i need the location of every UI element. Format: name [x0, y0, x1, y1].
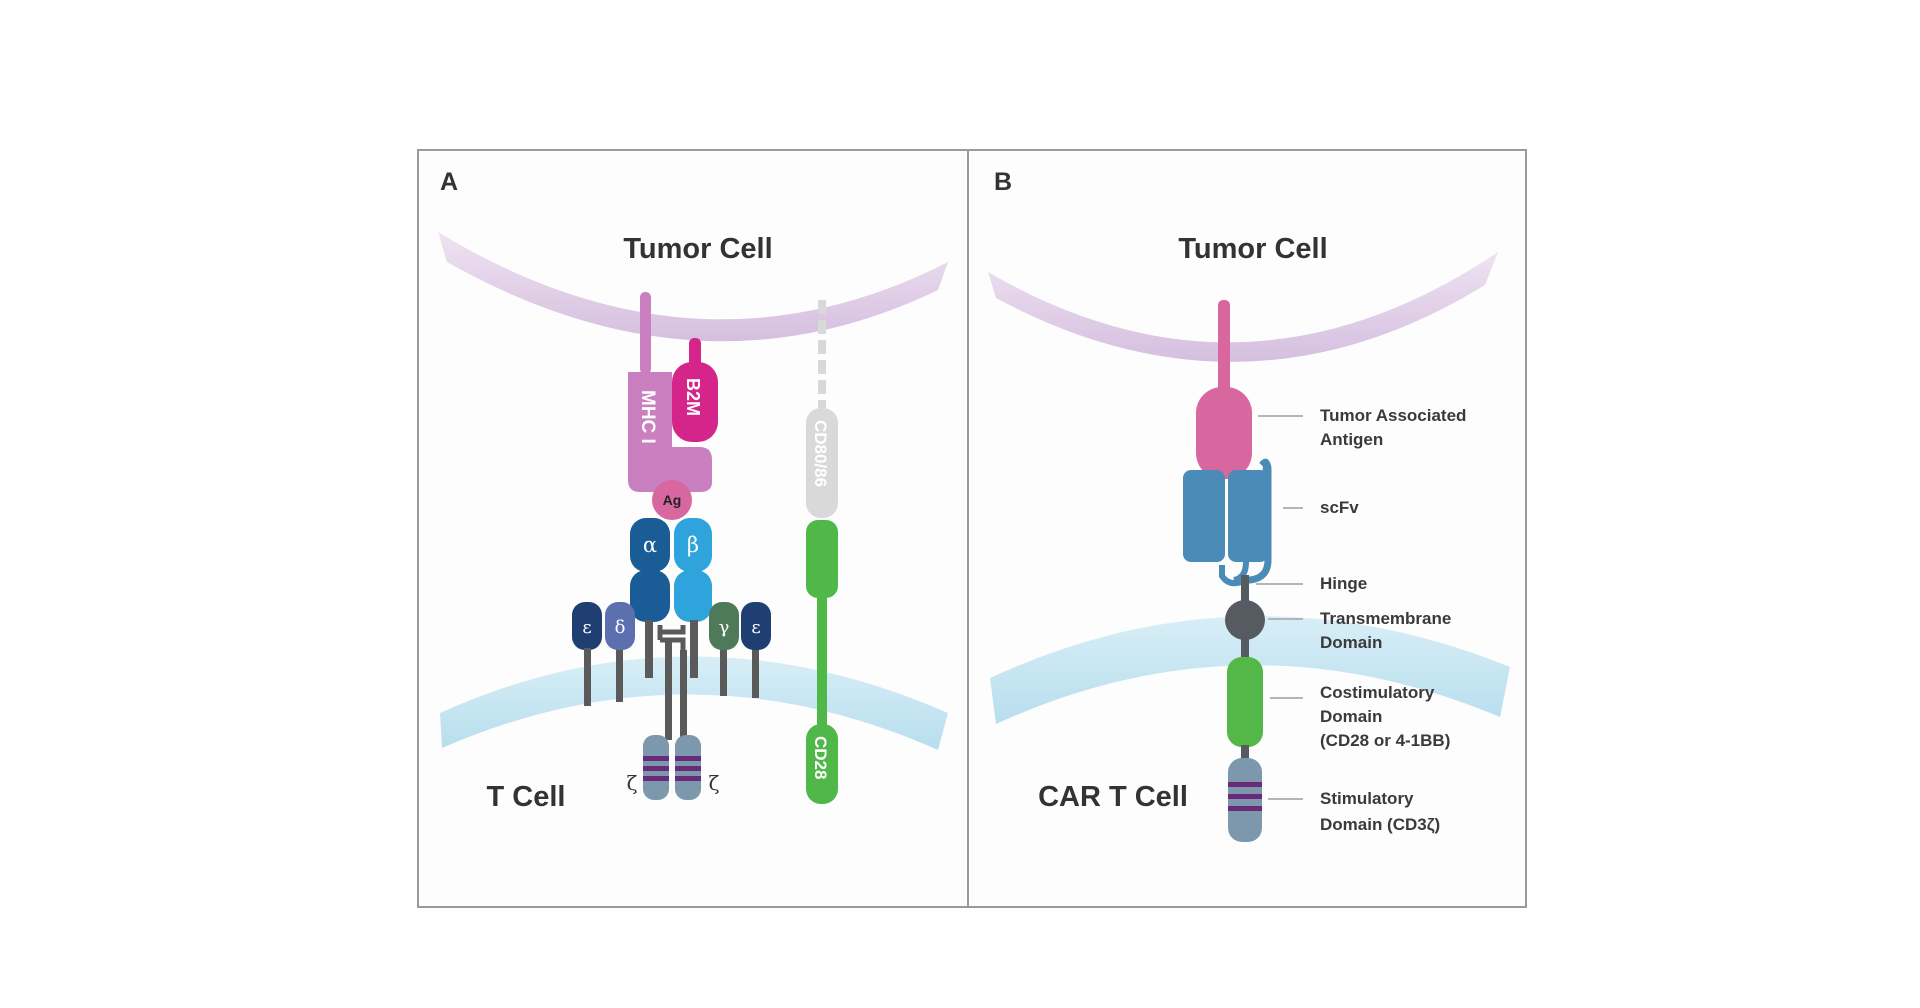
b2m-label: B2M	[683, 378, 703, 416]
antigen-a	[652, 480, 692, 520]
cd28-head	[806, 520, 838, 598]
cd3-epsilon-left-stalk	[584, 668, 591, 706]
costim-label-2: Domain	[1320, 707, 1382, 726]
panel-a: A Tumor Cell T Cell MHC I B2M Ag α β	[438, 168, 948, 813]
cd3-gamma	[709, 602, 739, 650]
tcr-alpha-top	[630, 518, 670, 572]
tumor-associated-antigen	[1196, 387, 1252, 479]
cd28-tail	[806, 724, 838, 804]
mhc-i	[628, 372, 712, 492]
zeta-chain-left	[643, 735, 669, 800]
costim-connector	[1241, 745, 1249, 761]
tcr-beta-bottom	[674, 570, 712, 622]
cd3-epsilon-right-stalk	[752, 648, 759, 698]
zeta-label-right: ζ	[709, 771, 720, 795]
stimulatory-domain	[1228, 758, 1262, 842]
cd80-86	[806, 408, 838, 518]
cd28-label: CD28	[811, 736, 830, 779]
panel-b-letter: B	[994, 168, 1012, 196]
epsilon-label-left: ε	[582, 617, 591, 638]
costim-label-1: Costimulatory	[1320, 683, 1435, 702]
zeta-label-left: ζ	[627, 771, 638, 795]
cd3-epsilon-left-neck	[584, 648, 591, 670]
transmembrane-domain	[1225, 600, 1265, 640]
taa-label-2: Antigen	[1320, 430, 1383, 449]
mhc-stalk	[640, 292, 651, 374]
b2m	[672, 362, 718, 442]
cd3-delta	[605, 602, 635, 650]
scfv-label: scFv	[1320, 498, 1359, 517]
zeta-chain-right	[675, 735, 701, 800]
cd3-gamma-stalk	[720, 648, 727, 696]
cd28-stalk	[817, 596, 827, 726]
beta-label: β	[687, 533, 699, 557]
cd3-epsilon-right	[741, 602, 771, 650]
tcr-beta-top	[674, 518, 712, 572]
tm-connector	[1241, 638, 1249, 660]
hinge-label: Hinge	[1320, 574, 1367, 593]
tm-label-2: Domain	[1320, 633, 1382, 652]
epsilon-label-right: ε	[751, 617, 760, 638]
tcr-alpha-bottom	[630, 570, 670, 622]
cd80-label: CD80/86	[811, 420, 830, 487]
tcr-beta-stalk	[690, 620, 698, 678]
taa-stalk	[1218, 300, 1230, 395]
cd3-delta-stalk	[616, 648, 623, 702]
mhc-label: MHC I	[637, 390, 658, 444]
delta-label: δ	[615, 617, 626, 638]
tumor-cell-label-a: Tumor Cell	[623, 233, 772, 265]
annotations: Tumor Associated Antigen scFv Hinge Tran…	[1320, 406, 1466, 834]
alpha-label: α	[643, 533, 657, 557]
scfv	[1183, 458, 1272, 584]
tumor-membrane-b	[988, 252, 1498, 362]
car-tcell-label: CAR T Cell	[1038, 781, 1188, 813]
leader-lines	[1256, 415, 1303, 800]
hinge	[1241, 575, 1249, 605]
stim-label-1: Stimulatory	[1320, 789, 1414, 808]
tcell-membrane-b	[990, 616, 1510, 724]
figure-frame	[417, 149, 1527, 908]
tcr-alpha-stalk	[645, 620, 653, 678]
stim-label-2: Domain (CD3ζ)	[1320, 815, 1440, 834]
taa-label-1: Tumor Associated	[1320, 406, 1466, 425]
costim-label-3: (CD28 or 4-1BB)	[1320, 731, 1450, 750]
gamma-label: γ	[719, 617, 730, 638]
zeta-stalk-left	[665, 640, 672, 740]
b2m-stalk	[689, 338, 701, 368]
costimulatory-domain	[1227, 657, 1263, 747]
panel-b: B Tumor Cell CAR T Cell	[988, 168, 1510, 842]
tm-label-1: Transmembrane	[1320, 609, 1451, 628]
tcell-label-a: T Cell	[487, 781, 566, 813]
tumor-cell-label-b: Tumor Cell	[1178, 233, 1327, 265]
cd3-epsilon-left	[572, 602, 602, 650]
antigen-label: Ag	[663, 492, 682, 508]
zeta-stalk-right	[680, 650, 687, 740]
panel-a-letter: A	[440, 168, 458, 196]
